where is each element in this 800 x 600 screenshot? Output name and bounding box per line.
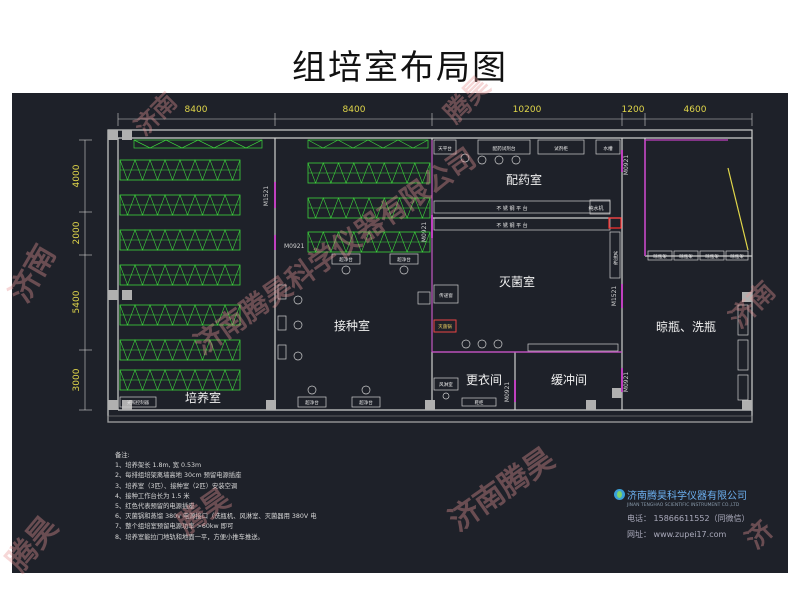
note-line: 4、接种工作台长为 1.5 米 [115,492,190,500]
dim-top-4: 1200 [622,105,645,115]
autoclave-label: 灭菌锅 [438,323,452,330]
note-line: 3、培养室（3匹）、接种室（2匹）安装空调 [115,482,238,490]
drying-rack-label: 晾瓶架 [705,253,719,260]
note-line: 备注: [115,452,130,459]
clean-bench-label: 超净台 [339,256,353,263]
controller-label: 光照控制器 [127,399,150,406]
dim-top-1: 8400 [185,105,208,115]
notes: 备注: 1、培养架长 1.8m, 宽 0.53m 2、每排组培架离墙高地 30c… [115,451,317,543]
note-line: 5、红色代表预留的电源插座 [115,503,195,511]
door-label: M0921 [284,243,305,250]
medicine-room-furniture [433,139,621,231]
door-label: M0921 [504,382,511,403]
shelf-unit [307,231,431,253]
drying-rack-label: 晾瓶架 [679,253,693,260]
dim-top-3: 10200 [513,105,542,115]
shelf-unit [119,264,241,286]
sterilization-furniture [433,231,621,352]
company-english-name: JINAN TENGHAO SCIENTIFIC INSTRUMENT CO.,… [627,503,740,508]
steel-bench-label: 不 锈 钢 平 台 [496,222,527,229]
controller-box [119,396,157,408]
company-logo-icon [614,489,625,500]
drying-rack-label: 晾瓶架 [653,253,667,260]
room-label-sterilization: 灭菌室 [499,274,535,289]
reagent-cabinet-label: 试剂柜 [613,250,618,266]
company-name: 济南腾昊科学仪器有限公司 [627,491,747,502]
clean-bench-label: 超净台 [359,399,373,406]
steel-bench-label: 不 锈 钢 平 台 [496,205,527,212]
door-label: M0921 [623,372,630,393]
shoe-cabinet-label: 鞋柜 [475,399,484,406]
clean-bench-label: 超净台 [305,399,319,406]
shelf-unit [119,159,241,181]
shelf-row-top [133,139,429,149]
shelf-unit [119,229,241,251]
floor-plan-drawing: 8400 8400 10200 1200 4600 4000 2000 5400… [72,105,753,423]
room-label-medicine: 配药室 [506,172,542,187]
company-info: 济南腾昊科学仪器有限公司 JINAN TENGHAO SCIENTIFIC IN… [627,487,750,540]
note-line: 2、每排组培架离墙高地 30cm 预留电源插座 [115,472,242,480]
note-line: 6、灭菌锅和蒸馏 380v 电源接口（洗瓶机、风淋室、灭菌器用 380V 电 [115,513,317,521]
note-line: 7、整个组培室预留电源功率 >60kw 即可 [115,523,234,531]
room-label-wash: 晾瓶、洗瓶 [656,319,716,334]
room-label-culture: 培养室 [185,390,221,405]
changing-room-furniture [433,377,497,407]
balance-label: 天平台 [438,145,452,152]
shelf-unit [119,194,241,216]
reagent-cabinet-label: 试剂柜 [554,145,568,152]
culture-shelves [119,159,431,391]
note-line: 8、培养室能拉门地轨和地面一平，方便小推车推送。 [115,533,264,541]
medicine-bench-label: 配药试剂台 [493,145,516,152]
socket-marker [608,217,622,229]
room-label-inoculation: 接种室 [334,318,370,333]
company-phone: 电话： 15866611552（同微信） [627,514,750,523]
autoclave-box [433,319,457,333]
floor-plan: 8400 8400 10200 1200 4600 4000 2000 5400… [12,93,788,573]
door-label: M0921 [623,155,630,176]
dim-left-2: 2000 [72,221,82,244]
company-website: 网址： www.zupei17.com [627,530,727,539]
door-label: M1521 [611,286,618,307]
transfer-window-label: 传递窗 [439,292,453,299]
page-title: 组培室布局图 [292,48,508,88]
clean-benches [277,253,431,408]
pure-water-label: 纯水机 [588,205,603,212]
dim-top-2: 8400 [343,105,366,115]
dim-left-4: 3000 [72,368,82,391]
sink-label: 水槽 [603,145,613,152]
room-label-changing: 更衣间 [466,372,502,387]
dim-top-5: 4600 [684,105,707,115]
dim-left-3: 5400 [72,290,82,313]
dimension-lines [79,113,753,411]
note-line: 1、培养架长 1.8m, 宽 0.53m [115,462,202,470]
shelf-unit [119,304,241,326]
shelf-unit [119,369,241,391]
dim-left-1: 4000 [72,164,82,187]
air-shower-label: 风淋室 [439,381,453,388]
room-label-buffer: 缓冲间 [551,372,587,387]
shelf-unit [119,339,241,361]
doors [274,139,749,402]
columns [108,130,752,410]
clean-bench-label: 超净台 [397,256,411,263]
shelf-unit [307,162,431,184]
door-label: M1521 [263,186,270,207]
floor-strip [107,415,753,423]
shelf-unit [307,197,431,219]
drying-racks [647,250,749,401]
drying-rack-label: 晾瓶架 [730,253,744,260]
